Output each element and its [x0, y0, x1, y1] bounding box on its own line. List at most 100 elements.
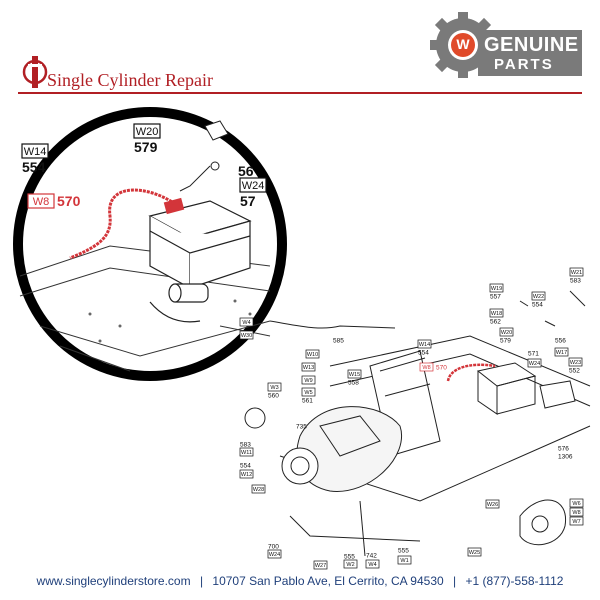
callout-code: W15: [349, 372, 360, 378]
callout-number: 1306: [558, 454, 573, 461]
callout-555: 555: [344, 554, 355, 561]
callout-code: W11: [241, 450, 252, 456]
callout-box: [569, 507, 584, 517]
callout-code: W12: [241, 472, 252, 478]
callout-code: W8: [422, 365, 430, 371]
callout-code: W24: [242, 180, 265, 192]
callout-number: 56: [238, 163, 254, 179]
callout-code: W6: [572, 501, 580, 507]
callout-w1: W1: [397, 555, 412, 565]
callout-code: W26: [487, 502, 498, 508]
callout-code: W21: [571, 270, 582, 276]
callout-code: W9: [304, 378, 312, 384]
callout-box: [568, 357, 583, 367]
callout-code: W8: [572, 510, 580, 516]
callout-box: [239, 177, 267, 193]
callout-box: [21, 143, 49, 159]
callout-number: 579: [134, 139, 158, 155]
callout-code: W14: [419, 342, 430, 348]
callout-code: W2: [346, 562, 354, 568]
callout-w8: W8: [569, 507, 584, 517]
callout-w13: W13: [301, 362, 316, 372]
callout-code: W28: [253, 487, 264, 493]
callout-number: 742: [366, 553, 377, 560]
callout-number: 554: [22, 159, 46, 175]
callout-box: [485, 499, 500, 509]
callout-box: [133, 123, 161, 139]
callout-box: [417, 339, 432, 349]
callout-555: 555: [398, 548, 409, 555]
badge-line-genuine: GENUINE: [484, 34, 579, 56]
callout-number: 570: [57, 193, 81, 209]
callout-w27: W27: [313, 560, 328, 570]
callout-box: [527, 358, 542, 368]
callout-w7: W7: [569, 516, 584, 526]
callout-box: [467, 547, 482, 557]
footer-address: 10707 San Pablo Ave, El Cerrito, CA 9453…: [212, 574, 444, 588]
callout-w24: W24: [527, 358, 542, 368]
badge-letter: W: [456, 36, 470, 52]
callout-code: W19: [491, 286, 502, 292]
callout-box: [301, 375, 316, 385]
callout-number: 554: [240, 463, 251, 470]
callout-code: W5: [304, 390, 312, 396]
callout-number: 552: [569, 368, 580, 375]
callout-box: [301, 362, 316, 372]
callout-w9: W9: [301, 375, 316, 385]
callout-w30: W30: [239, 330, 254, 340]
callout-number: 558: [348, 380, 359, 387]
callout-code: W13: [303, 365, 314, 371]
brand-name: Single Cylinder Repair: [47, 70, 213, 90]
callout-number: 583: [570, 278, 581, 285]
callout-576: 576: [558, 446, 569, 453]
callout-code: W10: [307, 352, 318, 358]
callout-code: W14: [24, 146, 47, 158]
callout-w24: W24: [267, 549, 282, 559]
callout-56: 56: [238, 163, 254, 179]
callout-w4: W4: [365, 559, 380, 569]
callout-number: 554: [532, 302, 543, 309]
callout-w26: W26: [485, 499, 500, 509]
callout-583: 583: [240, 442, 251, 449]
callout-number: 576: [558, 446, 569, 453]
callout-number: 583: [240, 442, 251, 449]
callout-1306: 1306: [558, 454, 573, 461]
callout-number: 556: [555, 338, 566, 345]
callout-code: W18: [491, 311, 502, 317]
callout-box: [343, 559, 358, 569]
callout-code: W24: [529, 361, 540, 367]
starter-icon: [149, 283, 209, 323]
callout-number: 585: [333, 338, 344, 345]
callout-box: [397, 555, 412, 565]
callout-box: [569, 498, 584, 508]
highlighted-harness: [446, 363, 496, 382]
badge-line-parts: PARTS: [494, 56, 554, 73]
callout-box: [569, 516, 584, 526]
footer-website[interactable]: www.singlecylinderstore.com: [36, 574, 191, 588]
footer-separator: |: [453, 574, 457, 588]
callout-735: 735: [296, 424, 307, 431]
callout-742: 742: [366, 553, 377, 560]
callout-number: 571: [528, 351, 539, 358]
callout-box: [554, 347, 569, 357]
callout-box: [267, 382, 282, 392]
footer-phone[interactable]: +1 (877)-558-1112: [465, 574, 564, 588]
callout-box: [531, 291, 546, 301]
callout-box: [489, 308, 504, 318]
callout-code: W3: [270, 385, 278, 391]
callout-number: 555: [344, 554, 355, 561]
callout-number: 561: [302, 398, 313, 405]
